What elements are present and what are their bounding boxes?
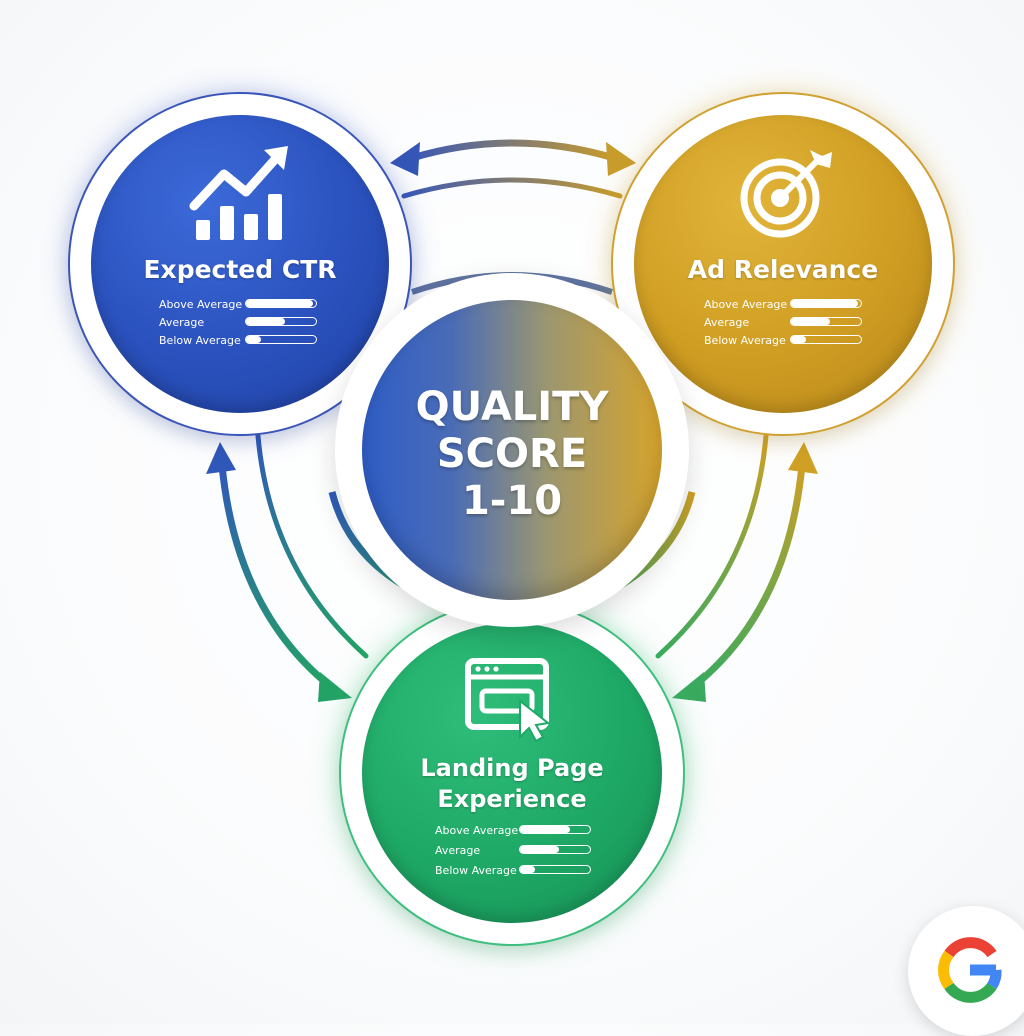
rating-label: Average [435,844,481,857]
rating-bar-fill [520,846,559,853]
quality-score-line-1: QUALITY [415,384,609,430]
landing-page-title-line-1: Landing Page [420,754,604,782]
rating-label: Below Average [704,334,786,347]
rating-row: Below Average [159,332,329,350]
quality-score-line-3: 1-10 [461,478,563,524]
rating-label: Above Average [159,298,243,311]
rating-bar [790,317,862,326]
rating-bar-fill [246,336,262,343]
rating-row: Average [435,842,595,862]
rating-label: Below Average [435,864,517,877]
quality-score-circle [362,300,662,600]
rating-bar-fill [791,318,830,325]
rating-bar [245,335,317,344]
rating-label: Average [159,316,205,329]
rating-bar [519,825,591,834]
bar-chart-trend-icon [189,146,288,240]
top-arrow [390,139,636,199]
rating-bar-fill [246,318,285,325]
target-arrow-icon [740,150,832,238]
rating-row: Average [704,314,874,332]
ad-relevance-title: Ad Relevance [687,255,879,284]
rating-row: Above Average [704,296,874,314]
browser-click-icon [465,658,551,743]
quality-score-label: QUALITY SCORE 1-10 [362,384,662,525]
rating-bar-fill [791,300,858,307]
rating-bar [790,299,862,308]
rating-row: Below Average [435,862,595,882]
rating-label: Above Average [704,298,788,311]
expected-ctr-circle [91,115,389,413]
expected-ctr-title: Expected CTR [143,255,337,284]
rating-bar-fill [520,866,536,873]
landing-page-circle [362,623,662,923]
rating-bar [245,299,317,308]
rating-bar-fill [246,300,313,307]
rating-label: Above Average [435,824,519,837]
landing-page-title-line-2: Experience [437,785,587,813]
rating-row: Below Average [704,332,874,350]
google-logo-icon [938,937,1002,1003]
quality-score-line-2: SCORE [436,431,588,477]
rating-bar-fill [520,826,571,833]
rating-label: Below Average [159,334,241,347]
left-arrow [206,433,369,702]
right-arrow [655,433,818,702]
rating-bar [519,865,591,874]
rating-bar-fill [791,336,807,343]
rating-bar [245,317,317,326]
google-badge [908,906,1024,1036]
rating-row: Above Average [435,822,595,842]
rating-label: Average [704,316,750,329]
rating-row: Average [159,314,329,332]
rating-row: Above Average [159,296,329,314]
landing-page-title: Landing Page Experience [362,753,662,815]
rating-bar [519,845,591,854]
rating-bar [790,335,862,344]
